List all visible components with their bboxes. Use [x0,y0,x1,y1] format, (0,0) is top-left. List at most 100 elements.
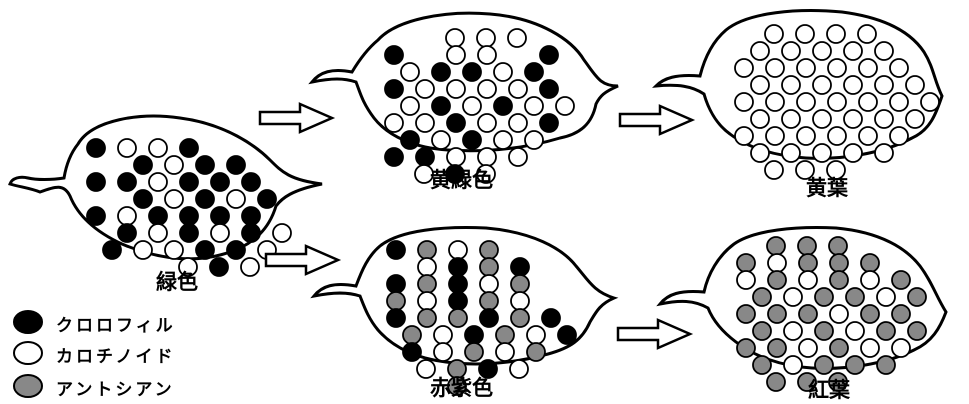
carotenoid-dot [494,63,512,81]
legend-swatch-anthocyanin [14,375,42,397]
carotenoid-dot [813,76,831,94]
anthocyanin-dot [768,271,786,289]
chlorophyll-dot [449,275,467,293]
carotenoid-dot [892,339,910,357]
carotenoid-dot [782,110,800,128]
chlorophyll-dot [387,275,405,293]
carotenoid-dot [735,59,753,77]
carotenoid-dot [830,305,848,323]
carotenoid-dot [447,46,465,64]
anthocyanin-dot [768,339,786,357]
carotenoid-dot [784,356,802,374]
chlorophyll-dot [227,241,245,259]
anthocyanin-dot [799,254,817,272]
carotenoid-dot [782,76,800,94]
chlorophyll-dot [211,207,229,225]
arrow-to-yellow [620,106,692,134]
carotenoid-dot [861,271,879,289]
anthocyanin-dot [768,305,786,323]
carotenoid-dot [149,139,167,157]
anthocyanin-dot [846,288,864,306]
carotenoid-dot [784,288,802,306]
carotenoid-dot [211,224,229,242]
carotenoid-dot [478,114,496,132]
carotenoid-dot [446,29,464,47]
carotenoid-dot [477,29,495,47]
leaf-outline [312,13,618,151]
chlorophyll-dot [180,173,198,191]
chlorophyll-dot [494,97,512,115]
carotenoid-dot [434,343,452,361]
carotenoid-dot [844,144,862,162]
anthocyanin-dot [465,343,483,361]
carotenoid-dot [766,93,784,111]
chlorophyll-dot [242,224,260,242]
carotenoid-dot [875,144,893,162]
anthocyanin-dot [892,271,910,289]
chlorophyll-dot [242,173,260,191]
carotenoid-dot [463,97,481,115]
carotenoid-dot [906,76,924,94]
carotenoid-dot [418,258,436,276]
carotenoid-dot [766,127,784,145]
chlorophyll-dot [118,173,136,191]
chlorophyll-dot [465,326,483,344]
carotenoid-dot [511,292,529,310]
chlorophyll-dot [210,258,228,276]
carotenoid-dot [844,42,862,60]
chlorophyll-dot [134,190,152,208]
chlorophyll-dot [385,46,403,64]
carotenoid-dot [827,25,845,43]
leaf-yellow-green [312,13,618,151]
carotenoid-dot [828,59,846,77]
label-green: 緑色 [156,266,198,296]
anthocyanin-dot [815,322,833,340]
label-red-leaf: 紅葉 [808,374,850,404]
chlorophyll-dot [447,114,465,132]
legend-label-carotenoid: カロチノイド [56,342,176,367]
chlorophyll-dot [540,114,558,132]
carotenoid-dot [418,292,436,310]
carotenoid-dot [796,25,814,43]
anthocyanin-dot [861,305,879,323]
carotenoid-dot [737,271,755,289]
anthocyanin-dot [511,309,529,327]
anthocyanin-dot [480,258,498,276]
chlorophyll-dot [227,156,245,174]
carotenoid-dot [447,80,465,98]
carotenoid-dot [784,322,802,340]
carotenoid-dot [875,42,893,60]
chlorophyll-dot [134,156,152,174]
carotenoid-dot [509,114,527,132]
chlorophyll-dot [558,326,576,344]
anthocyanin-dot [527,343,545,361]
carotenoid-dot [416,114,434,132]
chlorophyll-dot [211,173,229,191]
anthocyanin-dot [815,356,833,374]
carotenoid-dot [813,144,831,162]
chlorophyll-dot [401,131,419,149]
arrow-right-icon [260,104,332,132]
chlorophyll-dot [387,309,405,327]
carotenoid-dot [751,76,769,94]
carotenoid-dot [766,59,784,77]
chlorophyll-dot [511,258,529,276]
carotenoid-dot [799,271,817,289]
carotenoid-dot [858,25,876,43]
carotenoid-dot [765,161,783,179]
chlorophyll-dot [463,63,481,81]
anthocyanin-dot [830,271,848,289]
chlorophyll-dot [180,139,198,157]
chlorophyll-dot [103,241,121,259]
chlorophyll-dot [387,241,405,259]
chlorophyll-dot [480,309,498,327]
legend-swatch-chlorophyll [14,311,42,333]
carotenoid-dot [799,339,817,357]
carotenoid-dot [149,224,167,242]
carotenoid-dot [401,63,419,81]
carotenoid-dot [509,148,527,166]
carotenoid-dot [875,110,893,128]
anthocyanin-dot [449,309,467,327]
anthocyanin-dot [753,288,771,306]
anthocyanin-dot [737,339,755,357]
